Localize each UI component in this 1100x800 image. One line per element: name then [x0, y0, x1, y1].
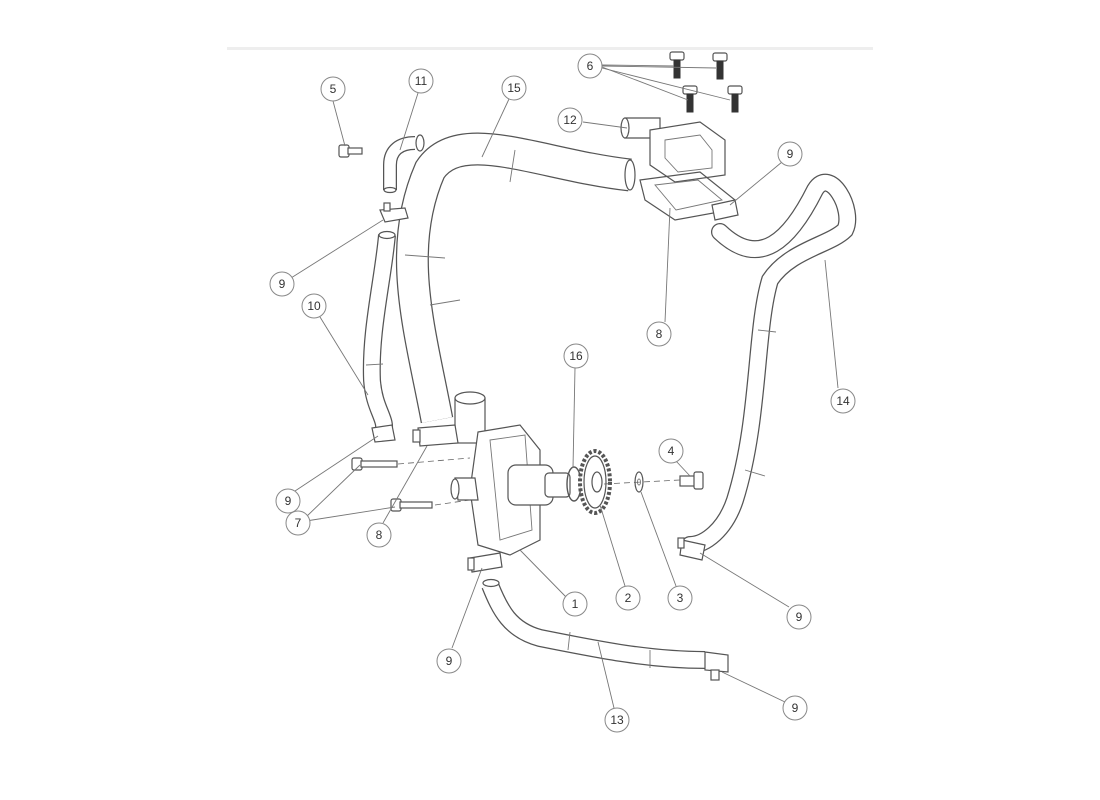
callout-16: 16 [563, 343, 589, 369]
clamp-9-upper-left [379, 202, 409, 223]
callout-3-text: 3 [677, 591, 684, 605]
callout-labels: 1 2 3 4 5 6 7 [269, 53, 856, 733]
clamp-9-pump-top [412, 424, 459, 447]
callout-7: 7 [285, 510, 311, 536]
callout-12: 12 [557, 107, 583, 133]
callout-9-top-right-text: 9 [787, 147, 794, 161]
callout-6-text: 6 [587, 59, 594, 73]
callout-9-upper-left: 9 [269, 271, 295, 297]
clamp-9-mid-left [371, 424, 396, 443]
callout-10: 10 [301, 293, 327, 319]
callout-11-text: 11 [415, 74, 428, 88]
clamp-9-thermostat [711, 199, 739, 221]
callout-2-text: 2 [625, 591, 632, 605]
callout-9-bottom-left-text: 9 [446, 654, 453, 668]
callout-8-upper: 8 [646, 321, 672, 347]
callout-4-text: 4 [668, 444, 675, 458]
callout-1-text: 1 [572, 597, 579, 611]
callout-16-text: 16 [569, 349, 583, 363]
bolt-5 [338, 144, 363, 158]
hose-10 [362, 230, 396, 436]
callout-9-left: 9 [275, 488, 301, 514]
callout-14-text: 14 [836, 394, 850, 408]
bolts-6 [669, 51, 743, 113]
callout-10-text: 10 [307, 299, 321, 313]
callout-11: 11 [408, 68, 434, 94]
callout-9-top-right: 9 [777, 141, 803, 167]
callout-2: 2 [615, 585, 641, 611]
callout-15: 15 [501, 75, 527, 101]
callout-8-lower: 8 [366, 522, 392, 548]
callout-6: 6 [577, 53, 603, 79]
callout-4: 4 [658, 438, 684, 464]
callout-9-bottom-left: 9 [436, 648, 462, 674]
callout-14: 14 [830, 388, 856, 414]
callout-9-bottom-right-text: 9 [792, 701, 799, 715]
callout-12-text: 12 [563, 113, 577, 127]
callout-9-right: 9 [786, 604, 812, 630]
bolt-8 [390, 498, 433, 512]
water-pump-housing [450, 391, 571, 556]
callout-9-bottom-right: 9 [782, 695, 808, 721]
hose-11 [383, 134, 425, 194]
clamp-9-pump-bottom [467, 552, 503, 573]
assembly-axis-lines [397, 457, 681, 506]
clamp-9-bottom-right [704, 651, 729, 681]
callout-15-text: 15 [507, 81, 521, 95]
callout-13-text: 13 [610, 713, 624, 727]
hose-13 [481, 578, 706, 669]
bolt-7 [351, 457, 398, 471]
callout-5-text: 5 [330, 82, 337, 96]
callout-8-lower-text: 8 [376, 528, 383, 542]
callout-9-right-text: 9 [796, 610, 803, 624]
callout-8-upper-text: 8 [656, 327, 663, 341]
hose-14 [681, 173, 857, 554]
clamp-9-lower-right [677, 537, 706, 561]
hose-15 [395, 132, 636, 424]
callout-7-text: 7 [295, 516, 302, 530]
gear-2 [578, 449, 612, 515]
callout-9-left-text: 9 [285, 494, 292, 508]
callout-3: 3 [667, 585, 693, 611]
callout-9-upper-left-text: 9 [279, 277, 286, 291]
callout-13: 13 [604, 707, 630, 733]
thermostat-housing-12 [620, 117, 726, 183]
callout-1: 1 [562, 591, 588, 617]
callout-5: 5 [320, 76, 346, 102]
top-divider [227, 47, 873, 50]
bolt-4 [679, 471, 704, 490]
leader-lines [290, 64, 839, 709]
